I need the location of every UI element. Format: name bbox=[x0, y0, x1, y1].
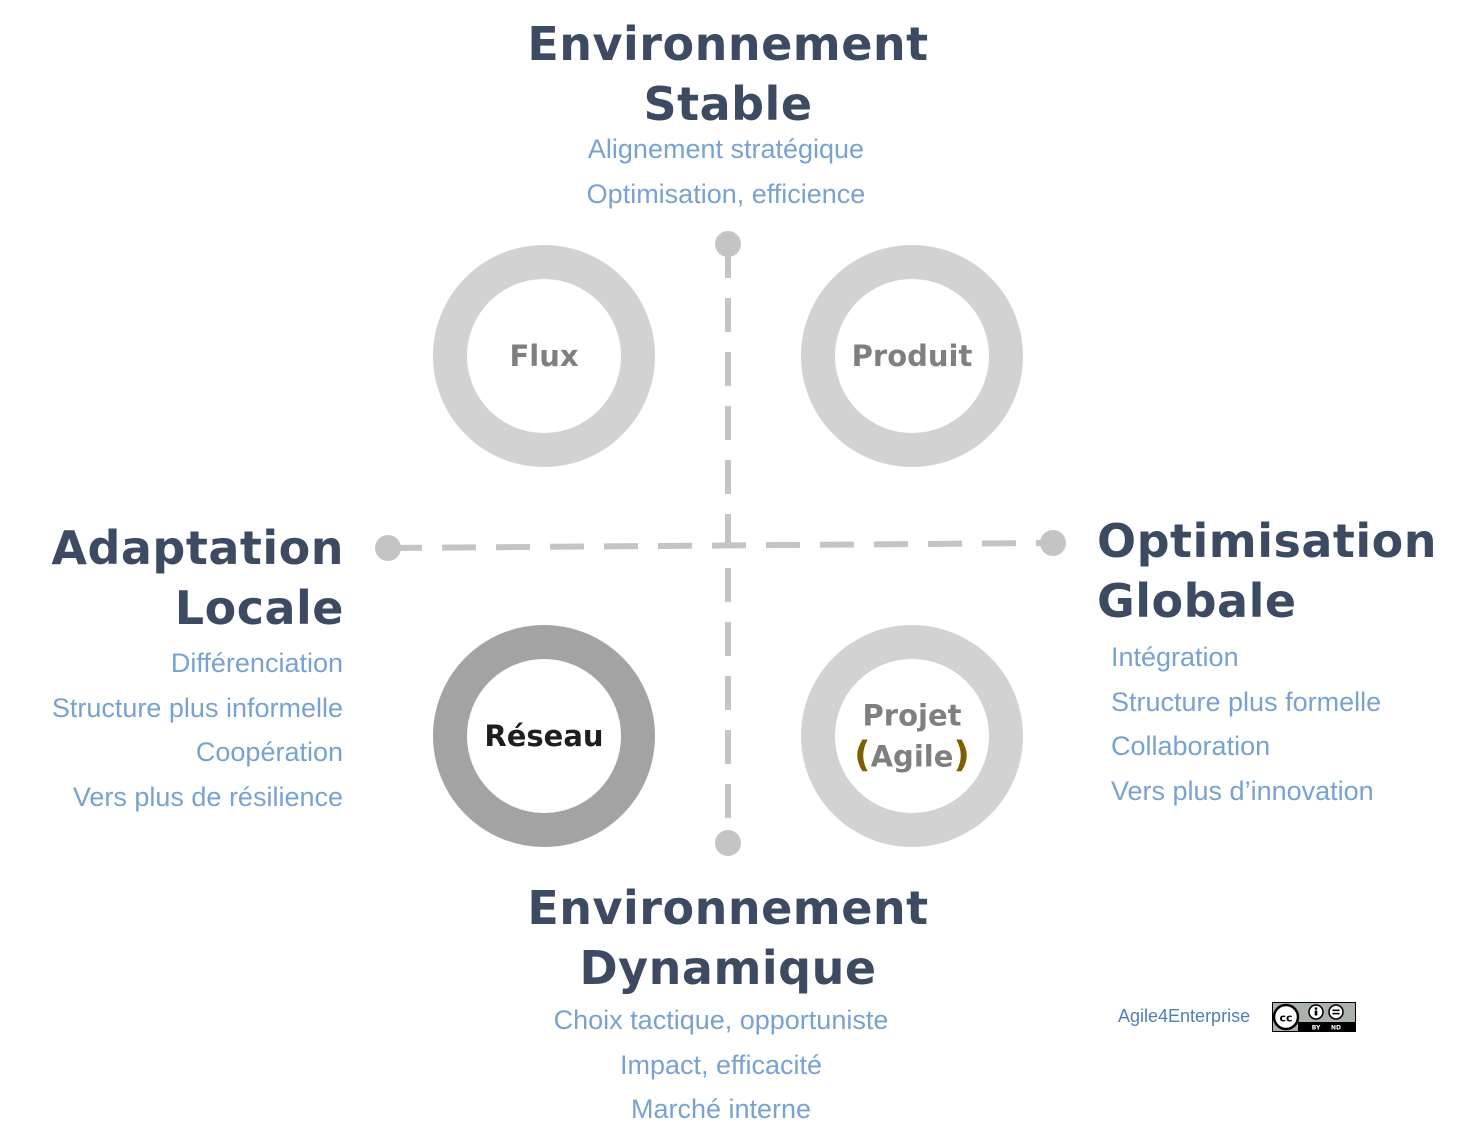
circle-label-projet-line1: Projet bbox=[862, 698, 962, 733]
ring-flux bbox=[433, 245, 655, 467]
ring-projet bbox=[801, 625, 1023, 847]
top-item: Optimisation, efficience bbox=[586, 178, 866, 209]
credit-text: Agile4Enterprise bbox=[1118, 1006, 1251, 1026]
agile-label: Agile bbox=[870, 739, 954, 774]
axis-endpoint-top bbox=[715, 231, 741, 257]
bottom-heading-line1: Environnement bbox=[527, 881, 929, 935]
left-item: Vers plus de résilience bbox=[72, 782, 343, 813]
bottom-item: Marché interne bbox=[630, 1094, 812, 1125]
circle-label-produit: Produit bbox=[851, 339, 973, 373]
nd-label: ND bbox=[1331, 1025, 1341, 1032]
top-heading: Environnement Stable bbox=[478, 14, 978, 134]
left-items: Différenciation Structure plus informell… bbox=[20, 641, 343, 820]
bottom-heading: Environnement Dynamique bbox=[478, 878, 978, 998]
left-item: Coopération bbox=[195, 737, 343, 768]
cc-label: cc bbox=[1279, 1012, 1292, 1025]
right-item: Collaboration bbox=[1111, 731, 1271, 762]
circle-label-reseau: Réseau bbox=[484, 719, 604, 753]
right-heading-line2: Globale bbox=[1097, 574, 1297, 628]
circle-label-projet: Projet (Agile) bbox=[854, 696, 970, 777]
ring-produit bbox=[801, 245, 1023, 467]
agile-paren-open: ( bbox=[854, 734, 871, 776]
top-heading-line1: Environnement bbox=[527, 17, 929, 71]
cc-by-nd-icon: cc BY ND bbox=[1272, 1002, 1356, 1032]
right-item: Structure plus formelle bbox=[1111, 686, 1382, 717]
left-item: Structure plus informelle bbox=[51, 692, 343, 723]
right-heading: Optimisation Globale bbox=[1097, 511, 1457, 631]
axis-endpoint-bottom bbox=[715, 830, 741, 856]
right-heading-line1: Optimisation bbox=[1097, 514, 1438, 568]
left-heading: Adaptation Locale bbox=[20, 518, 344, 638]
left-heading-line2: Locale bbox=[174, 581, 344, 635]
by-label: BY bbox=[1312, 1025, 1321, 1032]
top-items: Alignement stratégique Optimisation, eff… bbox=[476, 127, 976, 216]
bottom-item: Impact, efficacité bbox=[619, 1049, 823, 1080]
circle-label-flux: Flux bbox=[509, 339, 579, 373]
right-item: Intégration bbox=[1111, 642, 1239, 672]
right-item: Vers plus d’innovation bbox=[1111, 776, 1374, 807]
bottom-heading-line2: Dynamique bbox=[579, 941, 877, 995]
bottom-item: Choix tactique, opportuniste bbox=[553, 1005, 889, 1035]
horizontal-axis bbox=[387, 540, 1054, 551]
top-item: Alignement stratégique bbox=[587, 134, 865, 164]
agile-paren-close: ) bbox=[953, 734, 970, 776]
bottom-items: Choix tactique, opportuniste Impact, eff… bbox=[471, 998, 971, 1132]
right-items: Intégration Structure plus formelle Coll… bbox=[1111, 635, 1451, 814]
left-item: Différenciation bbox=[170, 648, 343, 678]
left-heading-line1: Adaptation bbox=[51, 521, 344, 575]
axis-endpoint-right bbox=[1040, 530, 1066, 556]
top-heading-line2: Stable bbox=[643, 77, 813, 131]
axis-endpoint-left bbox=[375, 535, 401, 561]
ring-reseau bbox=[433, 625, 655, 847]
circle-label-projet-line2: (Agile) bbox=[854, 734, 970, 777]
